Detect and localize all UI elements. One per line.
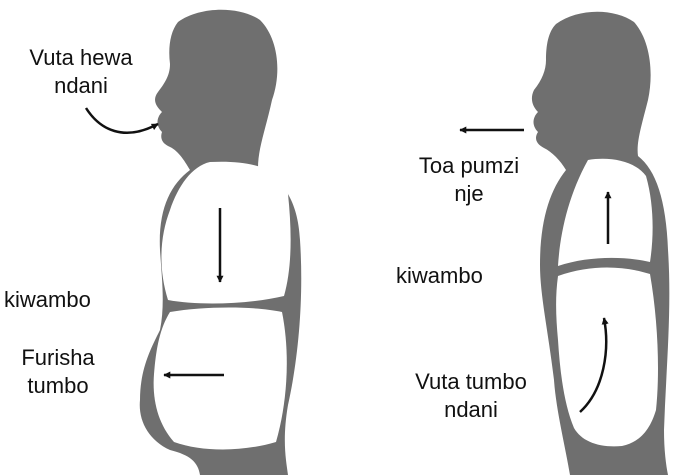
inhale-mouth-label-line1: Vuta hewa <box>8 44 154 72</box>
inhale-diaphragm-label: kiwambo <box>4 286 114 314</box>
exhale-mouth-label: Toa pumzi nje <box>404 152 534 208</box>
inhale-air-in-arrow <box>86 108 158 133</box>
exhale-abdomen-cavity <box>556 268 658 447</box>
exhale-belly-label-line1: Vuta tumbo <box>396 368 546 396</box>
inhale-belly-label-line1: Furisha <box>8 344 108 372</box>
exhale-mouth-label-line1: Toa pumzi <box>404 152 534 180</box>
exhale-diaphragm-label-text: kiwambo <box>396 262 506 290</box>
inhale-abdomen-cavity <box>154 308 287 450</box>
inhale-belly-label-line2: tumbo <box>8 372 108 400</box>
inhale-belly-label: Furisha tumbo <box>8 344 108 400</box>
exhale-mouth-label-line2: nje <box>404 180 534 208</box>
inhale-diaphragm-label-text: kiwambo <box>4 286 114 314</box>
inhale-mouth-label-line2: ndani <box>8 72 154 100</box>
exhale-diaphragm-label: kiwambo <box>396 262 506 290</box>
inhale-mouth-label: Vuta hewa ndani <box>8 44 154 100</box>
exhale-belly-label-line2: ndani <box>396 396 546 424</box>
exhale-belly-label: Vuta tumbo ndani <box>396 368 546 424</box>
